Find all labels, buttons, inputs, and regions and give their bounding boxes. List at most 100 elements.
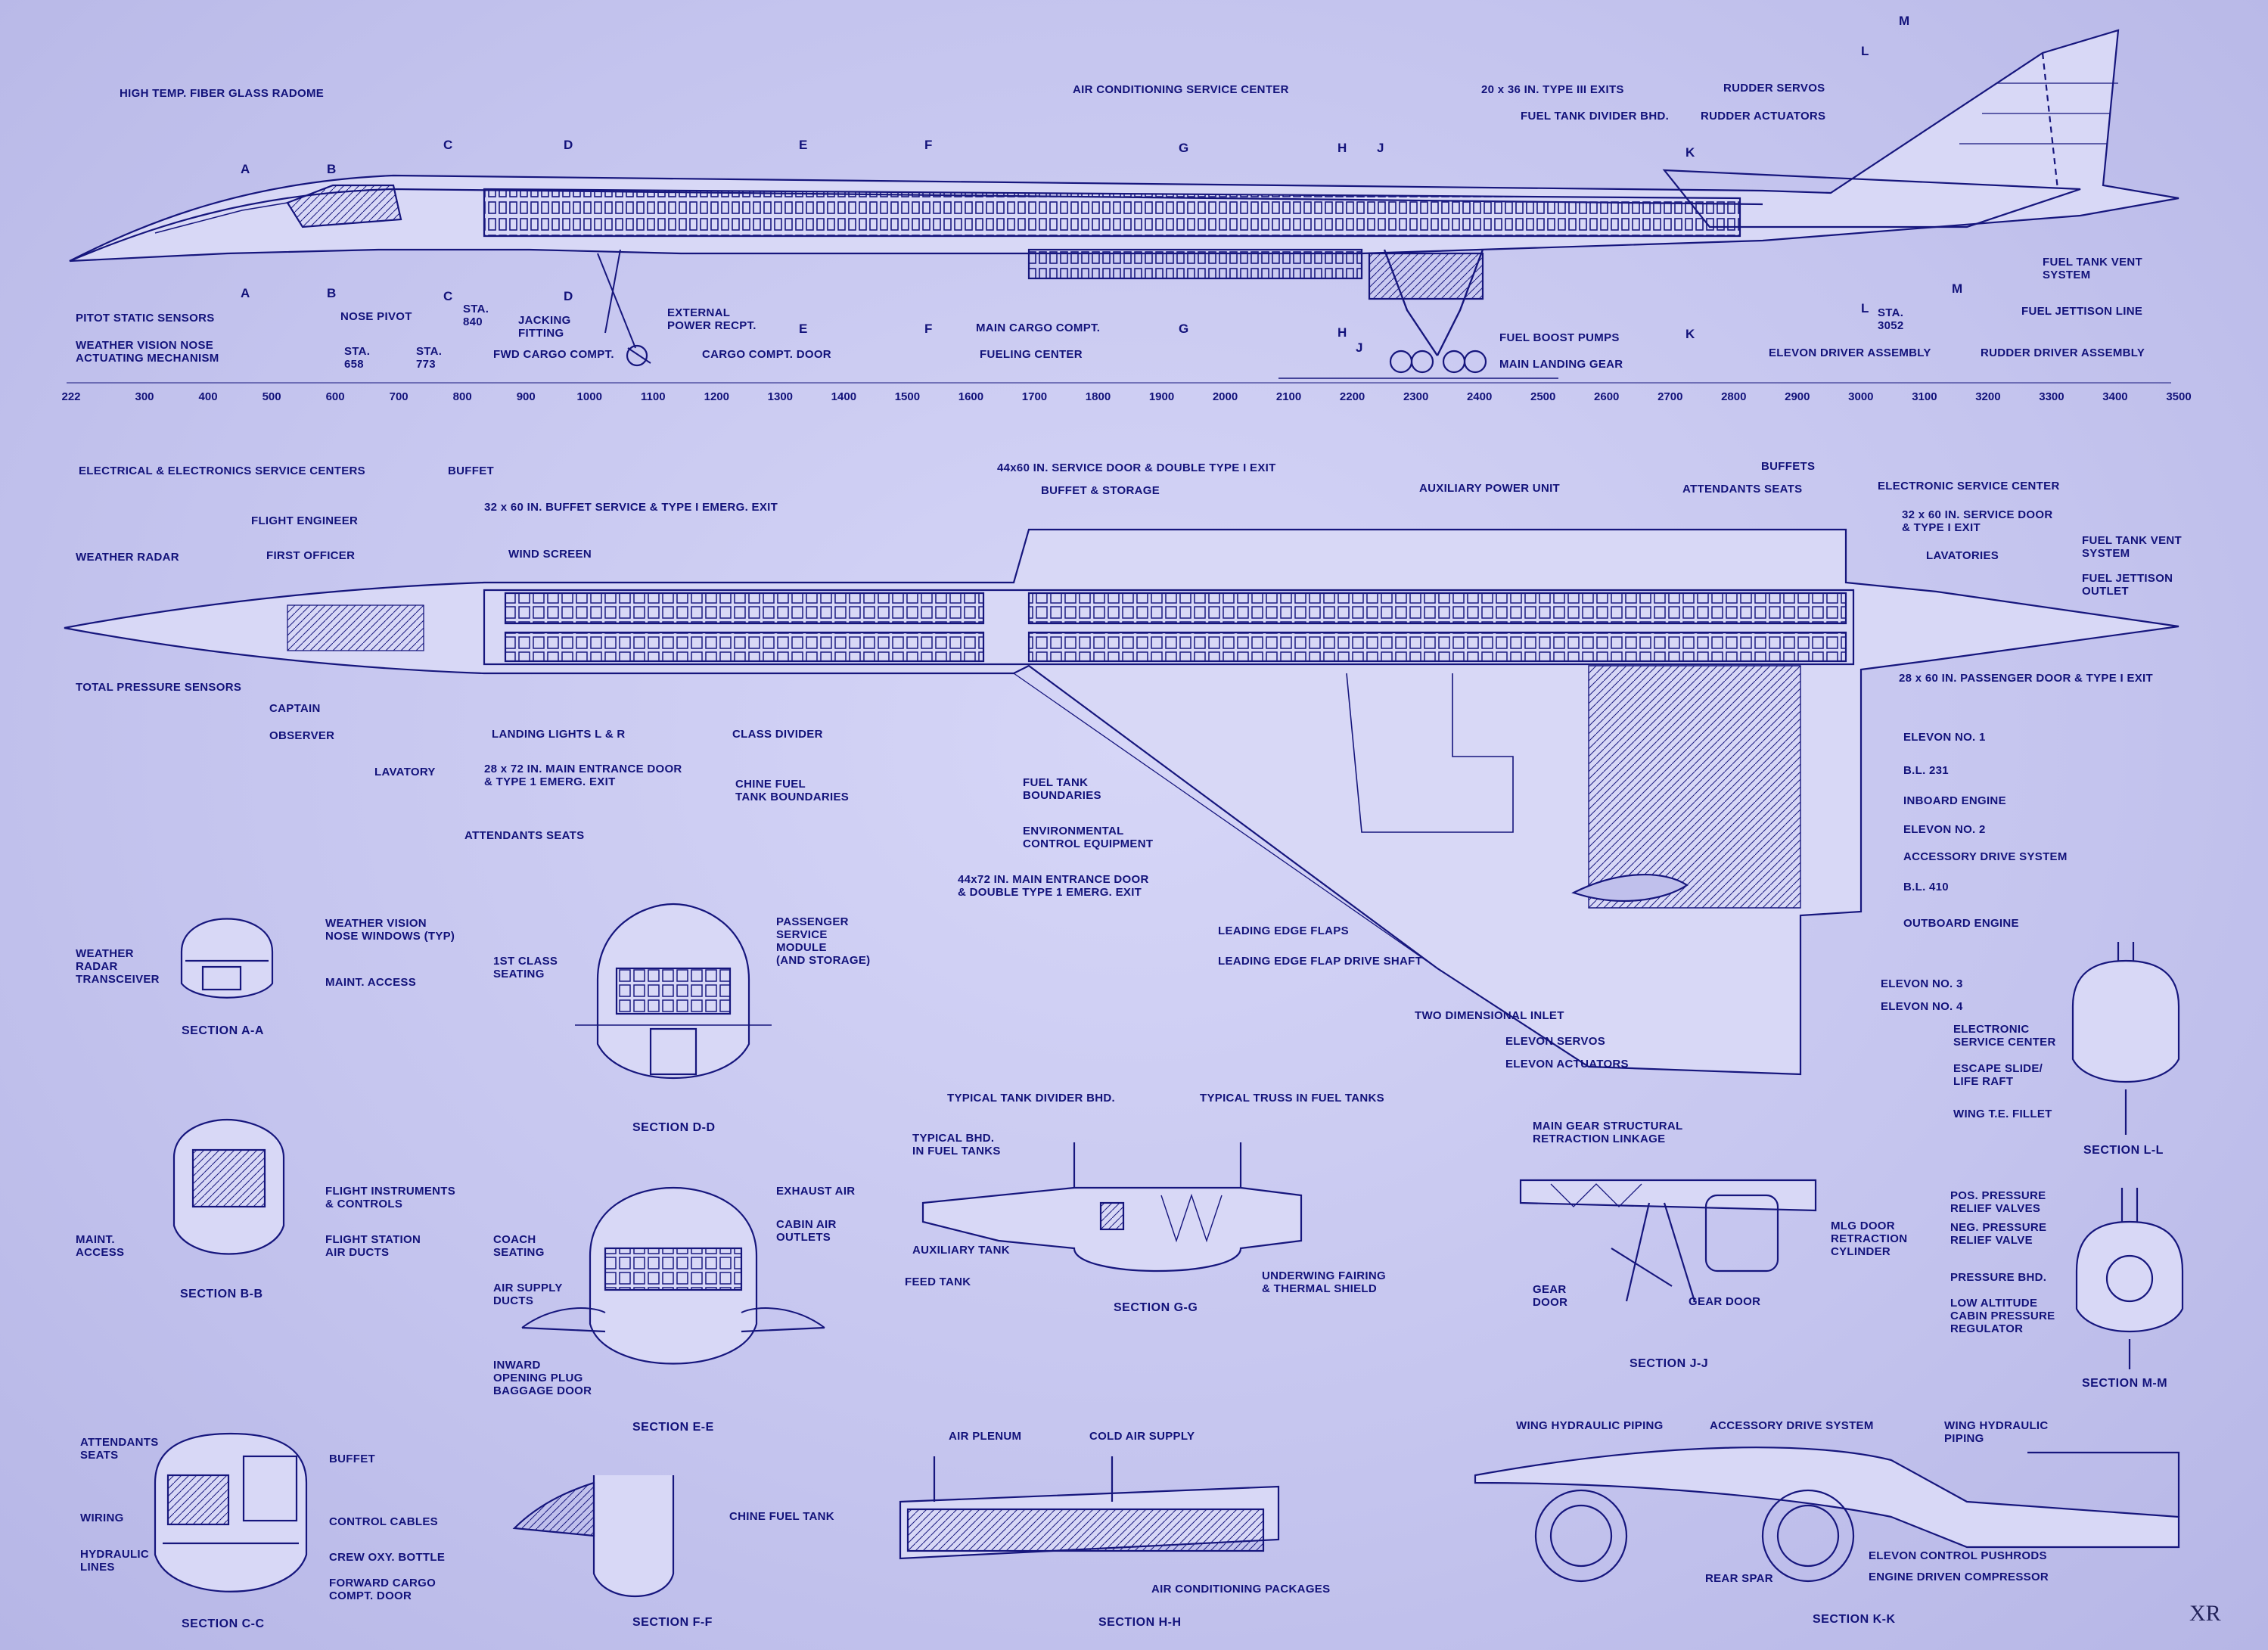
station-tick-label: 1500 <box>894 390 921 403</box>
section-cc-title: SECTION C-C <box>182 1617 265 1630</box>
section-marker: H <box>1337 141 1347 155</box>
section-marker: F <box>924 138 933 152</box>
electronic-service-label: ELECTRONIC SERVICE CENTER <box>1953 1023 2056 1049</box>
lavatories-label: LAVATORIES <box>1926 549 1999 562</box>
station-tick-label: 2000 <box>1212 390 1238 403</box>
station-tick-label: 2800 <box>1721 390 1747 403</box>
section-marker: H <box>1337 325 1347 340</box>
maint-access-label: MAINT. ACCESS <box>325 976 417 989</box>
section-bb-drawing <box>172 1118 285 1255</box>
radome-label: HIGH TEMP. FIBER GLASS RADOME <box>120 87 325 100</box>
escape-slide-label: ESCAPE SLIDE/ LIFE RAFT <box>1953 1062 2043 1088</box>
ac-packages-label: AIR CONDITIONING PACKAGES <box>1151 1583 1331 1596</box>
hydraulic-lines-label: HYDRAULIC LINES <box>80 1548 150 1574</box>
section-marker: B <box>327 286 337 300</box>
section-marker: A <box>241 286 250 300</box>
fuel-vent2-label: FUEL TANK VENT SYSTEM <box>2082 534 2182 560</box>
sta773-label: STA. 773 <box>416 345 443 371</box>
station-tick-label: 600 <box>325 390 345 403</box>
flight-eng-label: FLIGHT ENGINEER <box>251 514 359 527</box>
maint-access-bb-label: MAINT. ACCESS <box>76 1233 125 1259</box>
section-hh-title: SECTION H-H <box>1098 1616 1182 1629</box>
section-ff-drawing <box>512 1475 675 1597</box>
station-tick-label: 2300 <box>1403 390 1429 403</box>
att-seats2-label: ATTENDANTS SEATS <box>1682 483 1803 496</box>
station-tick-label: 300 <box>135 390 154 403</box>
section-marker: B <box>327 162 337 176</box>
side-profile-view <box>67 29 2179 384</box>
nose-mech-label: WEATHER VISION NOSE ACTUATING MECHANISM <box>76 339 219 365</box>
station-tick-label: 1100 <box>640 390 666 403</box>
section-mm-drawing <box>2075 1188 2184 1369</box>
section-marker: M <box>1899 14 1910 28</box>
total-pressure-label: TOTAL PRESSURE SENSORS <box>76 681 242 694</box>
plan-view <box>64 528 2179 1076</box>
section-aa-title: SECTION A-A <box>182 1024 264 1037</box>
accessory-label: ACCESSORY DRIVE SYSTEM <box>1903 850 2068 863</box>
underwing-label: UNDERWING FAIRING & THERMAL SHIELD <box>1262 1269 1386 1295</box>
section-jj-title: SECTION J-J <box>1630 1357 1709 1370</box>
landing-lights-label: LANDING LIGHTS L & R <box>492 728 626 741</box>
section-marker: L <box>1861 44 1869 58</box>
neg-relief-label: NEG. PRESSURE RELIEF VALVE <box>1950 1221 2047 1247</box>
ext-power-label: EXTERNAL POWER RECPT. <box>667 306 757 332</box>
section-marker: D <box>564 289 573 303</box>
section-kk-drawing <box>1474 1446 2180 1583</box>
section-marker: J <box>1356 340 1363 355</box>
elevon-pushrods-label: ELEVON CONTROL PUSHRODS <box>1869 1549 2047 1562</box>
elevon2-label: ELEVON NO. 2 <box>1903 823 1986 836</box>
elevon1-label: ELEVON NO. 1 <box>1903 731 1986 744</box>
section-ee-title: SECTION E-E <box>632 1421 714 1434</box>
station-tick-label: 1700 <box>1021 390 1048 403</box>
station-tick-label: 700 <box>389 390 409 403</box>
section-ll-drawing <box>2071 942 2180 1135</box>
control-cables-label: CONTROL CABLES <box>329 1515 438 1528</box>
truss-label: TYPICAL TRUSS IN FUEL TANKS <box>1200 1092 1384 1105</box>
station-tick-label: 1900 <box>1148 390 1175 403</box>
section-marker: J <box>1377 141 1384 155</box>
apu-label: AUXILIARY POWER UNIT <box>1419 482 1561 495</box>
watermark: XR <box>2189 1601 2221 1626</box>
radar-transceiver-label: WEATHER RADAR TRANSCEIVER <box>76 947 160 986</box>
cabin-air-label: CABIN AIR OUTLETS <box>776 1218 837 1244</box>
elevon-servos-label: ELEVON SERVOS <box>1505 1035 1605 1048</box>
station-tick-label: 2700 <box>1658 390 1683 403</box>
ac-service-label: AIR CONDITIONING SERVICE CENTER <box>1073 83 1289 96</box>
rudder-servos-label: RUDDER SERVOS <box>1723 82 1825 95</box>
station-tick-label: 400 <box>198 390 218 403</box>
wind-screen-label: WIND SCREEN <box>508 548 592 561</box>
station-tick-label: 2600 <box>1594 390 1620 403</box>
fwd-cargo-label: FWD CARGO COMPT. <box>493 348 614 361</box>
sta3052-label: STA. 3052 <box>1878 306 1904 332</box>
bl231-label: B.L. 231 <box>1903 764 1949 777</box>
engine-compressor-label: ENGINE DRIVEN COMPRESSOR <box>1869 1571 2049 1583</box>
baggage-door-label: INWARD OPENING PLUG BAGGAGE DOOR <box>493 1359 592 1397</box>
section-marker: G <box>1179 141 1189 155</box>
jacking-label: JACKING FITTING <box>518 314 571 340</box>
buffet-exit-label: 32 x 60 IN. BUFFET SERVICE & TYPE I EMER… <box>484 501 778 514</box>
chine-label: CHINE FUEL TANK BOUNDARIES <box>735 778 850 803</box>
rudder-drv-label: RUDDER DRIVER ASSEMBLY <box>1981 346 2145 359</box>
le-drive-label: LEADING EDGE FLAP DRIVE SHAFT <box>1218 955 1423 968</box>
section-marker: K <box>1685 145 1695 160</box>
fueling-label: FUELING CENTER <box>980 348 1083 361</box>
flight-instruments-label: FLIGHT INSTRUMENTS & CONTROLS <box>325 1185 456 1210</box>
pitot-label: PITOT STATIC SENSORS <box>76 312 215 325</box>
rear-spar-label: REAR SPAR <box>1705 1572 1773 1585</box>
fwd-cargo-door-label: FORWARD CARGO COMPT. DOOR <box>329 1577 437 1602</box>
station-tick-label: 2900 <box>1785 390 1810 403</box>
station-tick-label: 1400 <box>831 390 857 403</box>
buffet-storage-label: BUFFET & STORAGE <box>1041 484 1160 497</box>
station-tick-label: 1800 <box>1085 390 1111 403</box>
bl410-label: B.L. 410 <box>1903 881 1949 893</box>
first-class-label: 1ST CLASS SEATING <box>493 955 558 980</box>
cold-air-label: COLD AIR SUPPLY <box>1089 1430 1195 1443</box>
station-tick-label: 500 <box>262 390 281 403</box>
station-tick-label: 3300 <box>2039 390 2065 403</box>
attendants-seats-cc-label: ATTENDANTS SEATS <box>80 1436 159 1462</box>
main-door-label: 28 x 72 IN. MAIN ENTRANCE DOOR & TYPE 1 … <box>484 763 682 788</box>
flight-station-ducts-label: FLIGHT STATION AIR DUCTS <box>325 1233 421 1259</box>
nose-pivot-label: NOSE PIVOT <box>340 310 412 323</box>
inlet-label: TWO DIMENSIONAL INLET <box>1415 1009 1564 1022</box>
pos-relief-label: POS. PRESSURE RELIEF VALVES <box>1950 1189 2046 1215</box>
